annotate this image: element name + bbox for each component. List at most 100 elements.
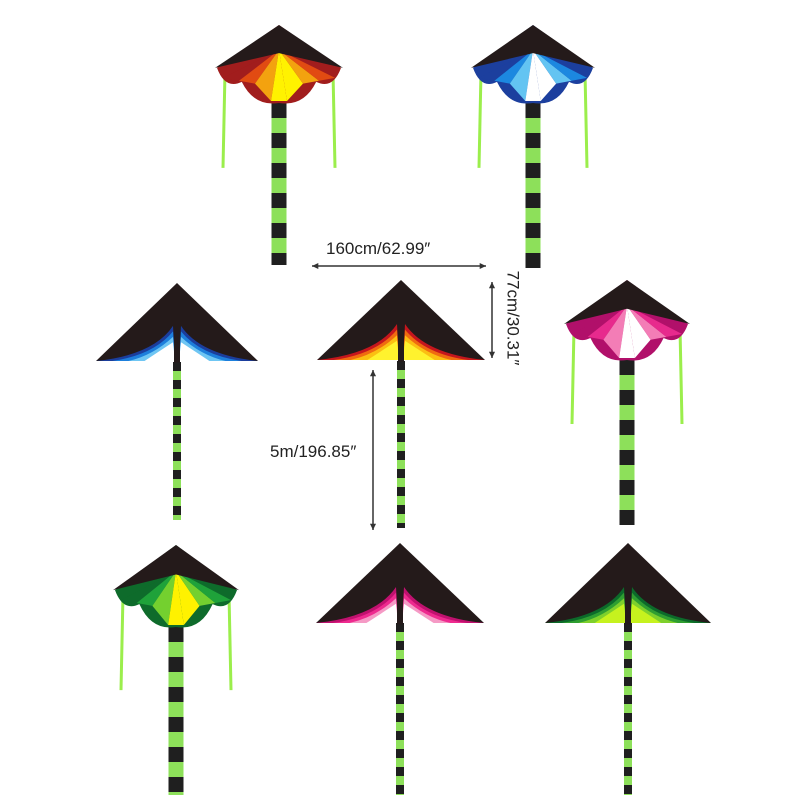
- sail-panel: [239, 49, 279, 84]
- arrowhead: [488, 351, 496, 358]
- kite-top: [471, 25, 595, 68]
- arrowhead: [369, 370, 377, 377]
- tail-segment: [168, 702, 184, 717]
- tail-segment: [397, 370, 405, 379]
- tail-segment: [397, 361, 405, 370]
- tail-segment: [619, 495, 635, 510]
- width-dimension-label: 160cm/62.99″: [326, 239, 431, 258]
- tail-segment: [396, 659, 404, 668]
- tail-segment: [525, 223, 541, 238]
- tail-segment: [173, 362, 181, 371]
- pink-diamond-kite: [564, 280, 690, 525]
- tail-segment: [173, 398, 181, 407]
- right-streamer: [331, 71, 337, 168]
- tail-segment: [624, 776, 632, 785]
- tail-segment: [173, 425, 181, 434]
- right-wing-band: [403, 340, 435, 360]
- tail-segment: [397, 487, 405, 496]
- tail-segment: [168, 657, 184, 672]
- tail-segment: [397, 415, 405, 424]
- sail-panel: [587, 305, 627, 340]
- tail-segment: [173, 479, 181, 488]
- tail-segment: [271, 193, 287, 208]
- tail-segment: [173, 389, 181, 398]
- sail-panel: [176, 571, 216, 606]
- arrowhead: [369, 523, 377, 530]
- tail-segment: [397, 442, 405, 451]
- sail-panel: [603, 305, 627, 358]
- kite-spine: [625, 575, 631, 625]
- left-streamer: [570, 327, 576, 425]
- tail-segment: [397, 478, 405, 487]
- sail-panel: [627, 305, 651, 358]
- right-streamer: [583, 71, 589, 168]
- tail-segment: [619, 375, 635, 390]
- tail-segment: [271, 253, 287, 265]
- tail-segment: [619, 390, 635, 405]
- tail-segment: [271, 223, 287, 238]
- sail-panel: [176, 571, 231, 603]
- tail-segment: [624, 659, 632, 668]
- kite-top: [564, 280, 690, 324]
- height-dimension-arrow: [488, 282, 496, 358]
- tail-segment: [271, 148, 287, 163]
- sail-panel: [271, 49, 287, 101]
- tail-segment: [624, 740, 632, 749]
- tail-segment: [525, 238, 541, 253]
- arrowhead: [479, 262, 486, 270]
- sail-panel: [619, 305, 635, 358]
- left-wing-band: [366, 603, 398, 623]
- tail-segment: [396, 650, 404, 659]
- tail-segment: [271, 163, 287, 178]
- tail-segment: [525, 103, 541, 118]
- tail-segment: [619, 360, 635, 375]
- tail-segment: [397, 397, 405, 406]
- tail-segment: [397, 424, 405, 433]
- kite-spine: [397, 575, 403, 625]
- tail-segment: [619, 435, 635, 450]
- right-streamer: [227, 594, 233, 691]
- tail-segment: [525, 253, 541, 268]
- tail-segment: [173, 407, 181, 416]
- tail-segment: [619, 450, 635, 465]
- tail-segment: [168, 747, 184, 762]
- sail-panel: [152, 571, 176, 625]
- left-streamer: [477, 71, 483, 168]
- tail-segment: [271, 208, 287, 223]
- blue-diamond-kite: [471, 25, 595, 268]
- tail-segment: [619, 480, 635, 495]
- sail-panel: [279, 49, 319, 84]
- tail-segment: [168, 687, 184, 702]
- tail-segment: [168, 672, 184, 687]
- tail-segment: [396, 632, 404, 641]
- tail-segment: [397, 433, 405, 442]
- tail-segment: [271, 103, 287, 118]
- tail-length-label: 5m/196.85″: [270, 442, 357, 461]
- tail-segment: [525, 133, 541, 148]
- rainbow-delta-kite: [317, 280, 485, 528]
- tail-segment: [397, 523, 405, 528]
- kite-spine: [398, 312, 404, 362]
- tail-segment: [396, 641, 404, 650]
- tail-segment: [624, 758, 632, 767]
- tail-segment: [397, 451, 405, 460]
- green-delta-kite: [545, 543, 711, 795]
- right-wing-band: [402, 603, 434, 623]
- rainbow-diamond-kite: [215, 25, 343, 265]
- tail-segment: [271, 238, 287, 253]
- tail-segment: [619, 420, 635, 435]
- tail-segment: [397, 388, 405, 397]
- tail-segment: [173, 371, 181, 380]
- sail-panel: [176, 571, 200, 625]
- tail-segment: [173, 443, 181, 452]
- tail-segment: [397, 505, 405, 514]
- sail-panel: [509, 49, 533, 101]
- tail-segment: [396, 686, 404, 695]
- tail-segment: [396, 668, 404, 677]
- tail-segment: [397, 406, 405, 415]
- tail-segment: [397, 460, 405, 469]
- sail-panel: [533, 49, 587, 81]
- tail-segment: [525, 193, 541, 208]
- tail-segment: [624, 713, 632, 722]
